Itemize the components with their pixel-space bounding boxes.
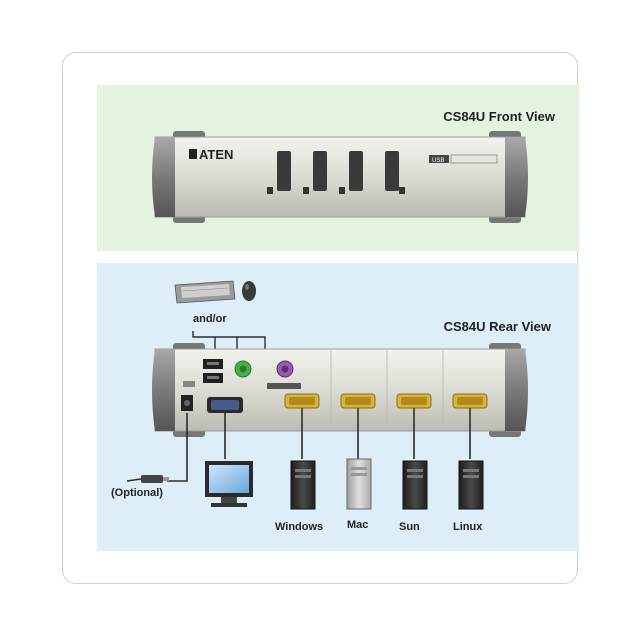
monitor-icon [205, 461, 253, 507]
console-vga-port-icon [207, 397, 243, 413]
port-button-3 [349, 151, 363, 191]
computer-cables [167, 408, 471, 482]
port-led [267, 187, 273, 194]
port-led [399, 187, 405, 194]
tower-computer-icon [290, 460, 316, 510]
computer-vga-port-4 [452, 393, 488, 409]
computer-label-mac: Mac [347, 519, 369, 531]
port-button-1 [277, 151, 291, 191]
port-button-2 [313, 151, 327, 191]
usb-port-icon [203, 359, 223, 383]
port-button-4 [385, 151, 399, 191]
port-led [303, 187, 309, 194]
usb-badge-text: USB [432, 158, 444, 164]
rear-left-cap [152, 349, 175, 431]
computer-label-windows: Windows [275, 521, 324, 533]
front-view-panel: CS84U Front View [97, 85, 579, 251]
power-jack-icon [181, 395, 193, 411]
ps2-port-label-strip [267, 383, 301, 389]
rear-view-title: CS84U Rear View [443, 319, 551, 334]
front-device-body [154, 136, 526, 218]
tower-computer-icon [346, 458, 372, 510]
power-adapter-icon [126, 475, 169, 483]
rear-right-cap [505, 349, 528, 431]
computer-label-sun: Sun [399, 521, 420, 533]
rear-view-panel: CS84U Rear View and/or (Optional) Window… [97, 263, 579, 551]
aten-logo-icon [189, 149, 197, 159]
computer-vga-port-3 [396, 393, 432, 409]
tower-computer-icon [402, 460, 428, 510]
front-left-cap [152, 137, 175, 217]
rear-label-tag [183, 381, 195, 387]
front-view-title: CS84U Front View [443, 109, 555, 124]
computer-vga-port-2 [340, 393, 376, 409]
tower-computer-icon [458, 460, 484, 510]
optional-label: (Optional) [111, 487, 163, 499]
front-brand-text: ATEN [199, 147, 233, 162]
computer-label-linux: Linux [453, 521, 483, 533]
usb-badge [429, 155, 449, 163]
model-label-box [450, 154, 498, 164]
computer-vga-port-1 [284, 393, 320, 409]
rear-device-illustration [126, 280, 528, 510]
mouse-icon [242, 281, 256, 301]
front-right-cap [505, 137, 528, 217]
ps2-mouse-port-icon [276, 360, 294, 378]
diagram-card: CS84U Front View [62, 52, 579, 584]
and-or-label: and/or [193, 313, 227, 325]
front-device-illustration: ATEN USB [152, 131, 528, 223]
keyboard-icon [174, 280, 236, 304]
port-selector-buttons [277, 151, 399, 191]
ps2-keyboard-port-icon [234, 360, 252, 378]
port-led [339, 187, 345, 194]
